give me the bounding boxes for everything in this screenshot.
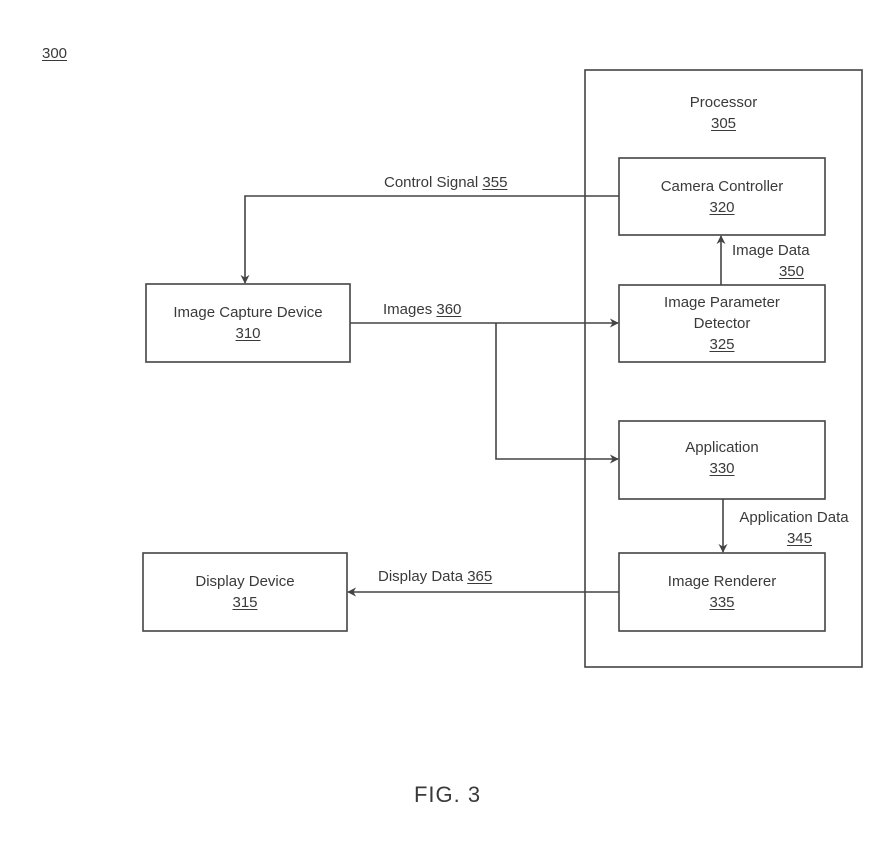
application-data-text: Application Data xyxy=(739,509,849,526)
image-data-ref: 350 xyxy=(778,263,804,280)
control-signal-text: Control Signal xyxy=(384,174,479,191)
processor-ref: 305 xyxy=(710,115,737,132)
application-data-ref: 345 xyxy=(786,530,812,547)
display-device-ref: 315 xyxy=(232,594,258,611)
camera-controller-name: Camera Controller xyxy=(660,177,784,195)
display-data-label: Display Data 365 xyxy=(378,566,492,587)
application-name: Application xyxy=(685,439,759,456)
application-ref: 330 xyxy=(709,460,735,477)
display-device-name: Display Device xyxy=(195,573,295,590)
images-ref: 360 xyxy=(436,301,462,318)
camera-controller: Camera Controller 320 xyxy=(619,158,825,235)
figure-reference: 300 xyxy=(42,45,68,62)
display-device: Display Device 315 xyxy=(143,553,347,631)
application: Application 330 xyxy=(619,421,825,499)
control-signal-label: Control Signal 355 xyxy=(384,172,507,193)
image-parameter-detector-ref: 325 xyxy=(709,336,735,353)
image-data-label: Image Data 350 xyxy=(732,240,810,282)
image-data-text: Image Data xyxy=(732,242,810,259)
image-parameter-detector-name-2: Detector xyxy=(693,315,751,332)
images-text: Images xyxy=(383,301,433,318)
image-renderer: Image Renderer 335 xyxy=(619,553,825,631)
processor-box xyxy=(584,69,863,668)
display-data-ref: 365 xyxy=(467,568,493,585)
processor-label: Processor 305 xyxy=(585,92,862,134)
control-signal-arrow xyxy=(240,195,619,284)
image-parameter-detector-name-1: Image Parameter xyxy=(664,294,780,311)
image-capture-device: Image Capture Device 310 xyxy=(146,284,350,362)
control-signal-ref: 355 xyxy=(482,174,508,191)
display-device-box xyxy=(142,552,348,632)
application-data-label: Application Data 345 xyxy=(726,507,862,549)
images-arrow-to-application xyxy=(495,323,619,464)
image-parameter-detector-box xyxy=(618,284,826,363)
image-capture-device-ref: 310 xyxy=(235,325,261,342)
application-box xyxy=(618,420,826,500)
display-data-text: Display Data xyxy=(378,568,464,585)
processor-name: Processor xyxy=(689,94,758,111)
image-capture-device-name: Image Capture Device xyxy=(173,304,323,321)
figure-caption: FIG. 3 xyxy=(413,782,482,807)
image-renderer-name: Image Renderer xyxy=(667,573,777,590)
camera-controller-ref: 320 xyxy=(709,198,735,216)
images-label: Images 360 xyxy=(383,299,461,320)
image-parameter-detector: Image Parameter Detector 325 xyxy=(619,285,825,362)
image-renderer-ref: 335 xyxy=(709,594,735,611)
